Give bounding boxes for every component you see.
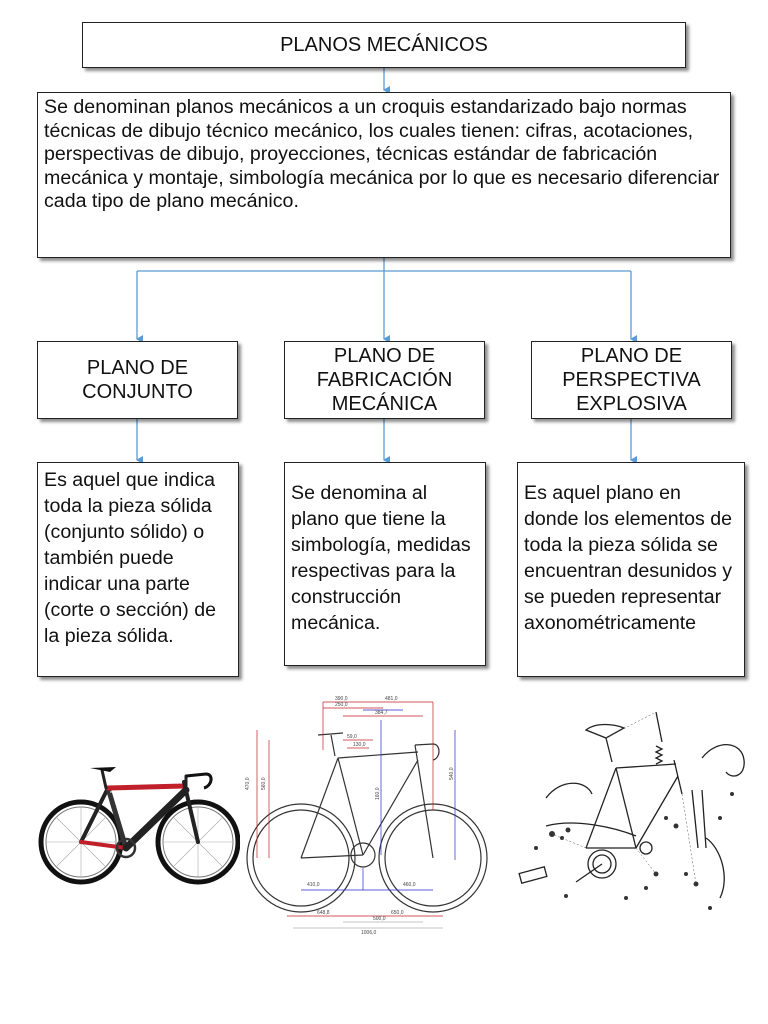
dimension-label: 390,0 [335, 696, 348, 702]
dimension-label: 540,0 [449, 767, 455, 780]
dimension-label: 560,0 [261, 777, 267, 790]
dimension-label: 59,0 [347, 734, 357, 740]
title-box: PLANOS MECÁNICOS [82, 22, 686, 68]
category-box-perspectiva: PLANO DE PERSPECTIVA EXPLOSIVA [531, 341, 732, 419]
category-label-line: PLANO DE [580, 345, 683, 367]
category-box-conjunto: PLANO DE CONJUNTO [37, 341, 238, 419]
dimension-label: 460,0 [403, 882, 416, 888]
bicycle-assembly-image [38, 767, 240, 885]
dimension-label: 500,0 [373, 916, 386, 922]
category-label-line: MECÁNICA [331, 393, 438, 415]
bicycle-technical-drawing: 390,0 481,0 250,0 384,7 59,0 130,0 470,0… [245, 696, 488, 936]
description-text: Se denomina al plano que tiene la simbol… [291, 482, 471, 634]
description-box-fabricacion: Se denomina al plano que tiene la simbol… [284, 462, 486, 666]
description-box-conjunto: Es aquel que indica toda la pieza sólida… [37, 462, 239, 677]
dimension-label: 410,0 [307, 882, 320, 888]
category-label-line: PLANO DE [86, 357, 189, 379]
dimension-label: 130,0 [353, 742, 366, 748]
dimension-label: 470,0 [245, 777, 251, 790]
dimension-label: 648,8 [317, 910, 330, 916]
dimension-label: 650,0 [391, 910, 404, 916]
category-label-line: PERSPECTIVA [562, 369, 701, 391]
category-label-line: FABRICACIÓN [316, 369, 453, 391]
category-label-line: CONJUNTO [82, 381, 193, 403]
bicycle-exploded-view [518, 711, 745, 910]
dimension-label: 160,0 [375, 787, 381, 800]
dimension-label: 384,7 [375, 710, 388, 716]
diagram-title: PLANOS MECÁNICOS [280, 33, 488, 56]
dimension-label: 250,0 [335, 702, 348, 708]
dimension-label: 1006,0 [361, 930, 377, 936]
category-label-line: EXPLOSIVA [576, 393, 687, 415]
description-box-perspectiva: Es aquel plano en donde los elementos de… [517, 462, 745, 677]
category-box-fabricacion: PLANO DE FABRICACIÓN MECÁNICA [284, 341, 485, 419]
description-text: Es aquel plano en donde los elementos de… [524, 482, 733, 634]
category-label-line: PLANO DE [333, 345, 436, 367]
definition-box: Se denominan planos mecánicos a un croqu… [37, 92, 731, 258]
dimension-label: 481,0 [385, 696, 398, 702]
definition-text: Se denominan planos mecánicos a un croqu… [44, 96, 720, 212]
description-text: Es aquel que indica toda la pieza sólida… [44, 469, 217, 647]
